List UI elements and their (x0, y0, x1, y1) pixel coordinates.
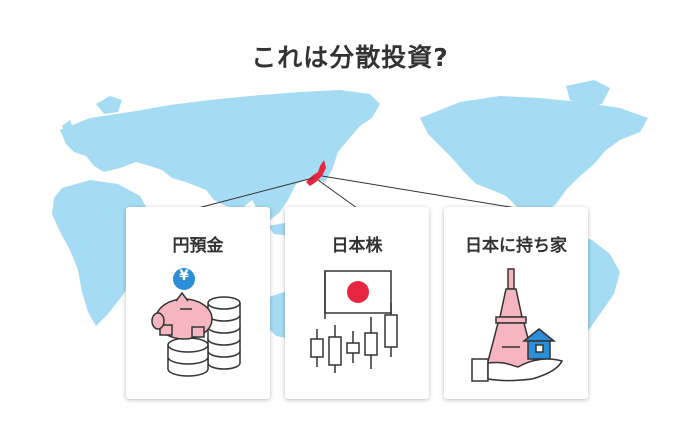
japan-flag-icon (310, 270, 398, 373)
yen-coin-badge: ¥ (179, 268, 189, 284)
hand-icon (471, 358, 564, 382)
flag (324, 270, 392, 319)
page-title: これは分散投資? (251, 43, 449, 72)
card-label: 日本に持ち家 (465, 236, 567, 256)
house-icon (521, 328, 557, 360)
japan (306, 160, 326, 186)
card-japan-home: 日本に持ち家 (444, 207, 588, 399)
north-america (420, 96, 648, 214)
card-label: 円預金 (172, 236, 224, 256)
card-yen-deposit: 円預金 (126, 207, 270, 399)
connector-lines (197, 175, 517, 209)
card-label: 日本株 (331, 236, 383, 256)
eurasia (60, 90, 380, 220)
candlestick-icon (310, 303, 398, 373)
card-japan-stock: 日本株 (285, 207, 429, 399)
piggy-bank-icon (151, 268, 241, 377)
tokyo-tower-icon (471, 268, 564, 382)
